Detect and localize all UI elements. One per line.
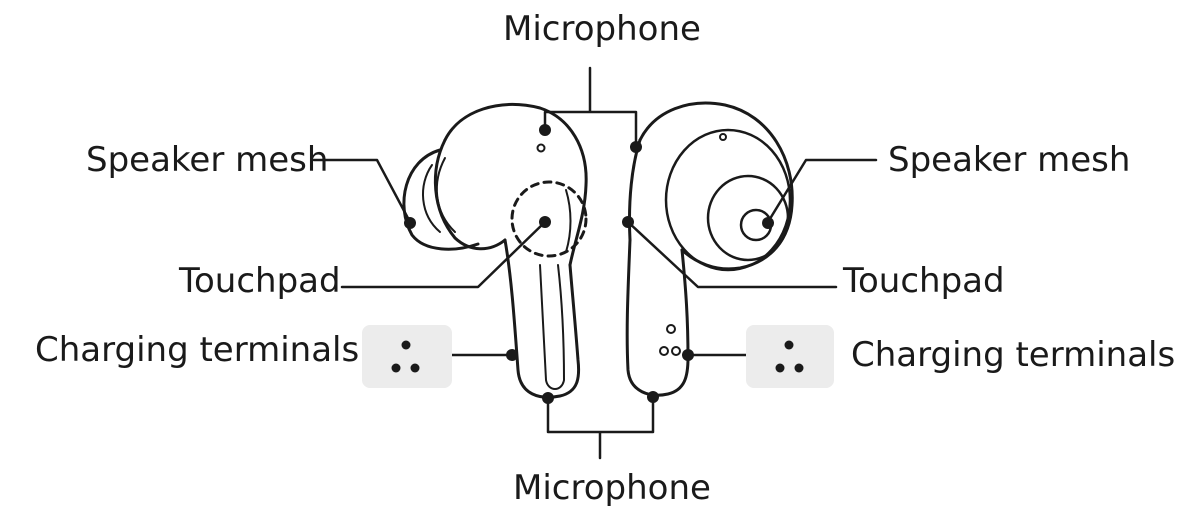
microphone-bottom-label: Microphone [513,468,711,508]
left-earbud [402,103,588,399]
speaker-mesh-left-label: Speaker mesh [86,140,329,180]
charging-terminal-inset-left [362,325,452,388]
charging-terminals-right-label: Charging terminals [851,335,1176,375]
pointer-dots [404,124,774,404]
leader-lines [312,66,878,460]
touchpad-left-label: Touchpad [179,261,341,301]
touchpad-right-label: Touchpad [843,261,1005,301]
speaker-mesh-right-label: Speaker mesh [888,140,1131,180]
charging-terminal-inset-right [746,325,834,388]
charging-terminals-left-label: Charging terminals [35,330,360,370]
microphone-top-label: Microphone [503,9,701,49]
